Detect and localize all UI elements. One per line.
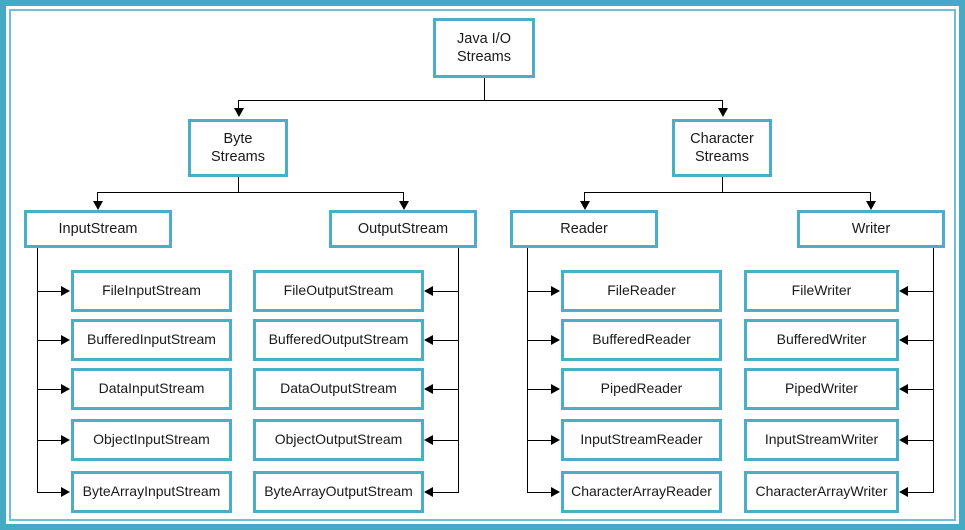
connector-writer-branch-1 (908, 291, 934, 292)
arrowhead-character-to-writer (866, 201, 876, 210)
connector-inputstream-branch-1 (37, 291, 63, 292)
connector-byte-to-inputstream (97, 192, 98, 204)
arrowhead-reader-branch-4 (551, 435, 560, 445)
connector-inputstream-branch-3 (37, 389, 63, 390)
node-character-streams[interactable]: Character Streams (672, 119, 772, 177)
node-objectinputstream[interactable]: ObjectInputStream (71, 419, 232, 461)
arrowhead-reader-branch-2 (551, 335, 560, 345)
arrowhead-outputstream-branch-5 (424, 487, 433, 497)
connector-inputstream-branch-2 (37, 340, 63, 341)
connector-inputstream-branch-4 (37, 440, 63, 441)
connector-writer-branch-2 (908, 340, 934, 341)
arrowhead-root-to-character (718, 108, 728, 117)
node-characterarraywriter[interactable]: CharacterArrayWriter (744, 471, 899, 513)
connector-outputstream-branch-5 (433, 492, 459, 493)
node-dataoutputstream[interactable]: DataOutputStream (253, 368, 424, 410)
connector-reader-branch-1 (527, 291, 553, 292)
node-pipedwriter[interactable]: PipedWriter (744, 368, 899, 410)
arrowhead-inputstream-branch-5 (61, 487, 70, 497)
connector-inputstream-branch-5 (37, 492, 63, 493)
connector-character-to-reader (584, 192, 585, 204)
node-filereader[interactable]: FileReader (561, 270, 722, 312)
node-java-io-streams[interactable]: Java I/O Streams (433, 18, 535, 78)
connector-character-stem (722, 177, 723, 192)
arrowhead-character-to-reader (580, 201, 590, 210)
arrowhead-writer-branch-2 (899, 335, 908, 345)
arrowhead-inputstream-branch-1 (61, 286, 70, 296)
arrowhead-writer-branch-3 (899, 384, 908, 394)
connector-reader-branch-4 (527, 440, 553, 441)
connector-reader-branch-2 (527, 340, 553, 341)
connector-root-stem (484, 78, 485, 100)
node-pipedreader[interactable]: PipedReader (561, 368, 722, 410)
arrowhead-writer-branch-4 (899, 435, 908, 445)
node-bytearrayoutputstream[interactable]: ByteArrayOutputStream (253, 471, 424, 513)
connector-outputstream-branch-1 (433, 291, 459, 292)
node-objectoutputstream[interactable]: ObjectOutputStream (253, 419, 424, 461)
arrowhead-reader-branch-5 (551, 487, 560, 497)
node-filewriter[interactable]: FileWriter (744, 270, 899, 312)
connector-character-bus (584, 192, 871, 193)
arrowhead-root-to-byte (234, 108, 244, 117)
node-byte-streams[interactable]: Byte Streams (188, 119, 288, 177)
node-outputstream[interactable]: OutputStream (329, 210, 477, 248)
connector-root-bus (238, 100, 723, 101)
node-fileoutputstream[interactable]: FileOutputStream (253, 270, 424, 312)
connector-root-to-character (722, 100, 723, 110)
arrowhead-outputstream-branch-1 (424, 286, 433, 296)
connector-outputstream-branch-4 (433, 440, 459, 441)
arrowhead-reader-branch-3 (551, 384, 560, 394)
arrowhead-writer-branch-1 (899, 286, 908, 296)
arrowhead-reader-branch-1 (551, 286, 560, 296)
connector-root-to-byte (238, 100, 239, 110)
arrowhead-byte-to-outputstream (399, 201, 409, 210)
connector-outputstream-branch-3 (433, 389, 459, 390)
connector-byte-stem (238, 177, 239, 192)
connector-reader-branch-3 (527, 389, 553, 390)
connector-writer-trunk (933, 248, 934, 492)
connector-writer-branch-5 (908, 492, 934, 493)
node-bytearrayinputstream[interactable]: ByteArrayInputStream (71, 471, 232, 513)
node-bufferedreader[interactable]: BufferedReader (561, 319, 722, 361)
node-inputstreamwriter[interactable]: InputStreamWriter (744, 419, 899, 461)
node-fileinputstream[interactable]: FileInputStream (71, 270, 232, 312)
connector-inputstream-trunk (37, 248, 38, 492)
node-inputstream[interactable]: InputStream (24, 210, 172, 248)
arrowhead-inputstream-branch-4 (61, 435, 70, 445)
arrowhead-outputstream-branch-2 (424, 335, 433, 345)
arrowhead-byte-to-inputstream (93, 201, 103, 210)
connector-writer-branch-4 (908, 440, 934, 441)
node-bufferedoutputstream[interactable]: BufferedOutputStream (253, 319, 424, 361)
arrowhead-outputstream-branch-3 (424, 384, 433, 394)
node-bufferedwriter[interactable]: BufferedWriter (744, 319, 899, 361)
connector-byte-bus (97, 192, 404, 193)
node-datainputstream[interactable]: DataInputStream (71, 368, 232, 410)
arrowhead-inputstream-branch-3 (61, 384, 70, 394)
connector-reader-trunk (527, 248, 528, 492)
node-reader[interactable]: Reader (510, 210, 658, 248)
connector-character-to-writer (870, 192, 871, 204)
connector-outputstream-branch-2 (433, 340, 459, 341)
connector-writer-branch-3 (908, 389, 934, 390)
node-characterarrayreader[interactable]: CharacterArrayReader (561, 471, 722, 513)
connector-byte-to-outputstream (403, 192, 404, 204)
connector-reader-branch-5 (527, 492, 553, 493)
node-inputstreamreader[interactable]: InputStreamReader (561, 419, 722, 461)
arrowhead-writer-branch-5 (899, 487, 908, 497)
node-writer[interactable]: Writer (797, 210, 945, 248)
arrowhead-inputstream-branch-2 (61, 335, 70, 345)
node-bufferedinputstream[interactable]: BufferedInputStream (71, 319, 232, 361)
connector-outputstream-trunk (458, 248, 459, 492)
arrowhead-outputstream-branch-4 (424, 435, 433, 445)
